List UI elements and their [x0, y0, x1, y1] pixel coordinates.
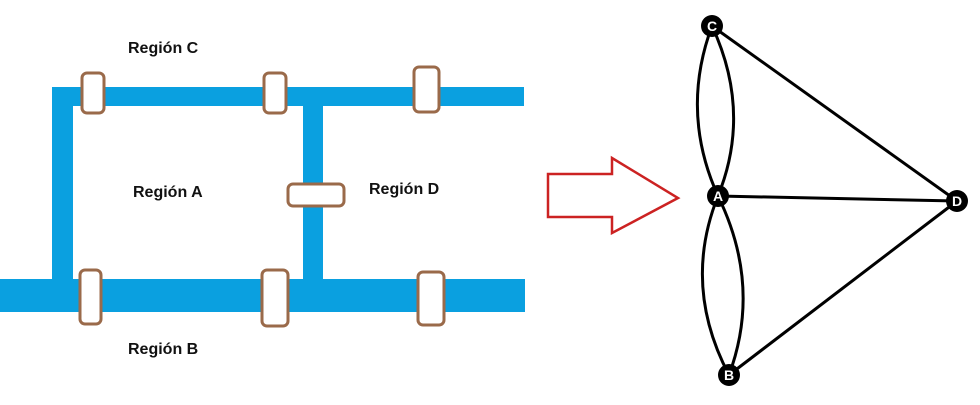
- edge-b-d: [728, 199, 958, 377]
- bridge-bottom-1: [78, 268, 103, 326]
- node-b-label: B: [724, 367, 734, 383]
- river-left-vertical: [52, 87, 73, 282]
- node-b: B: [718, 364, 740, 386]
- edge-c-d: [711, 24, 958, 203]
- node-d-label: D: [952, 193, 962, 209]
- region-b-label: Región B: [128, 341, 199, 358]
- node-d: D: [946, 190, 968, 212]
- node-c: C: [701, 15, 723, 37]
- bridge-top-1: [80, 71, 106, 115]
- bridge-middle: [286, 182, 346, 208]
- edge-a-b-1: [700, 195, 731, 376]
- bridge-bottom-2: [260, 268, 290, 328]
- node-c-label: C: [707, 18, 717, 34]
- bridge-top-3: [412, 65, 441, 114]
- edge-a-b-2: [716, 195, 745, 376]
- river-map: [0, 65, 525, 328]
- edge-c-a-2: [710, 25, 736, 197]
- bridge-top-2: [262, 71, 288, 115]
- edge-c-a-1: [695, 25, 720, 197]
- region-d-label: Región D: [369, 181, 440, 198]
- node-a: A: [707, 185, 729, 207]
- region-c-label: Región C: [128, 40, 199, 57]
- arrow-icon: [546, 155, 681, 235]
- region-a-label: Región A: [133, 184, 203, 201]
- river-top: [52, 87, 524, 106]
- node-a-label: A: [713, 188, 723, 204]
- edge-a-d: [717, 194, 958, 203]
- bridge-bottom-3: [416, 270, 446, 327]
